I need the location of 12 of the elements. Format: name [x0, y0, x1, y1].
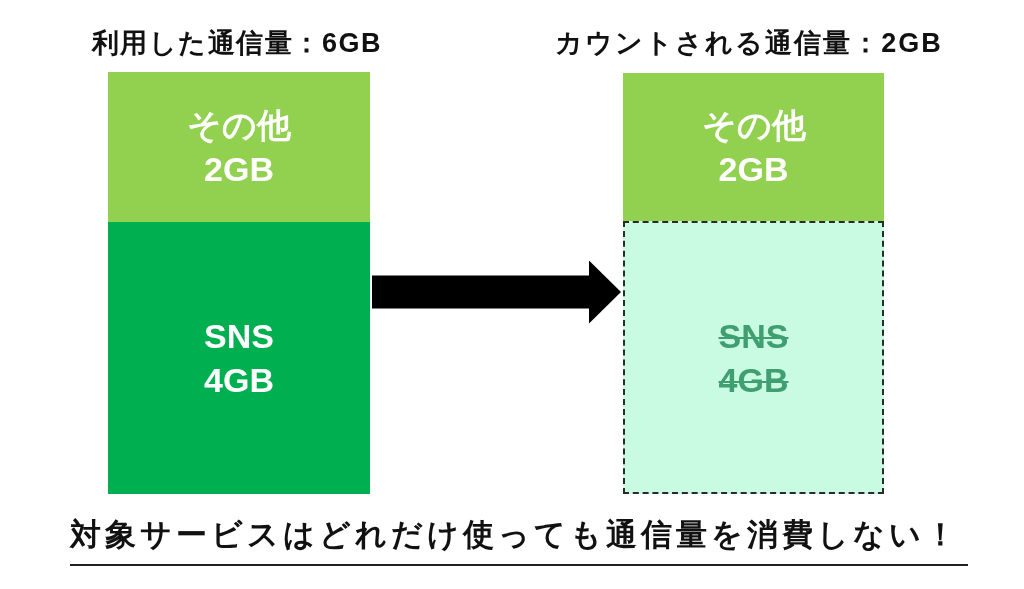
- bar-segment: [623, 73, 884, 221]
- bar-segment: [108, 72, 370, 222]
- segment-label: その他 2GB: [186, 105, 292, 190]
- segment-label: SNS 4GB: [717, 315, 790, 401]
- arrow: [372, 260, 621, 324]
- column-heading: 利用した通信量：6GB: [92, 27, 382, 60]
- bar-segment: [623, 221, 884, 494]
- segment-label: その他 2GB: [700, 105, 807, 190]
- column-heading: カウントされる通信量：2GB: [555, 27, 943, 60]
- bar-segment: [108, 222, 370, 494]
- segment-label: SNS 4GB: [203, 316, 275, 401]
- caption-text: 対象サービスはどれだけ使っても通信量を消費しない！: [70, 514, 968, 566]
